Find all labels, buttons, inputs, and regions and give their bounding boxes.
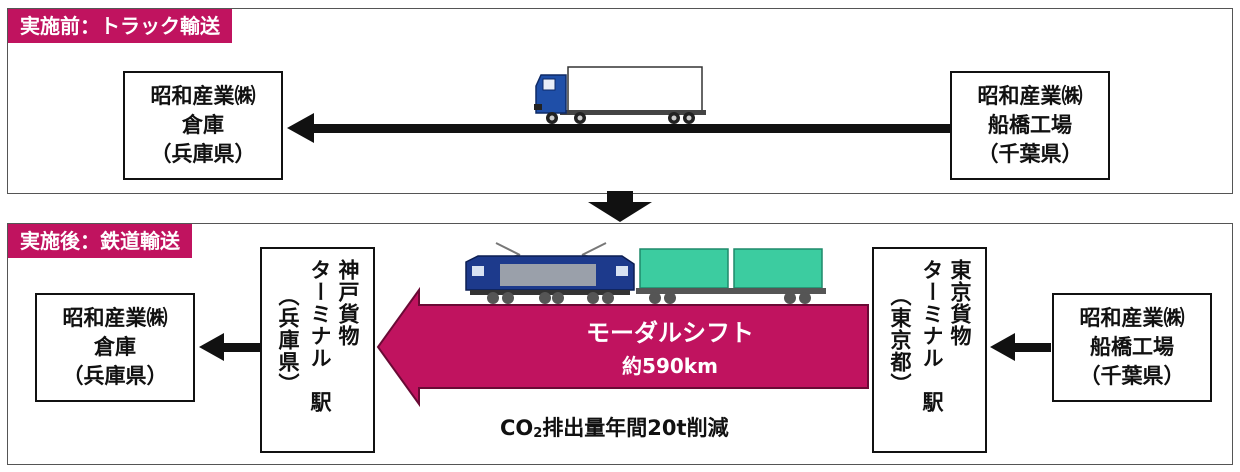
before-warehouse-box: 昭和産業㈱ 倉庫 （兵庫県） (123, 71, 283, 180)
down-arrow (588, 191, 652, 222)
after-factory-box: 昭和産業㈱ 船橋工場 （千葉県） (1052, 293, 1212, 402)
close-paren: ） (888, 373, 912, 395)
terminal-prefecture: （東京都） (888, 285, 912, 395)
terminal-name-line3: 駅 (308, 391, 332, 413)
terminal-name-line2: ターミナル (308, 259, 332, 369)
prefecture-name: 東京都 (888, 307, 912, 373)
co2-subscript: 2 (533, 426, 543, 441)
distance-label: 約590km (622, 354, 718, 378)
close-paren: ） (276, 373, 300, 395)
co2-reduction-label: CO2排出量年間20t削減 (500, 412, 729, 442)
terminal-name-line1: 東京貨物 (948, 259, 972, 347)
warehouse-name: 倉庫 (94, 335, 136, 360)
factory-name: 船橋工場 (988, 113, 1072, 138)
warehouse-prefecture: （兵庫県） (150, 141, 256, 166)
warehouse-company: 昭和産業㈱ (150, 84, 256, 109)
terminal-name-line3: 駅 (920, 391, 944, 413)
prefecture-name: 兵庫県 (276, 307, 300, 373)
warehouse-prefecture: （兵庫県） (62, 363, 168, 388)
tokyo-terminal-box: 東京貨物 ターミナル 駅 （東京都） (872, 247, 987, 453)
before-factory-box: 昭和産業㈱ 船橋工場 （千葉県） (950, 71, 1110, 180)
factory-company: 昭和産業㈱ (1079, 306, 1185, 331)
terminal-name-line1: 神戸貨物 (336, 259, 360, 347)
open-paren: （ (276, 285, 300, 307)
factory-prefecture: （千葉県） (977, 141, 1083, 166)
warehouse-name: 倉庫 (182, 113, 224, 138)
co2-prefix: CO (500, 416, 534, 440)
warehouse-company: 昭和産業㈱ (62, 306, 168, 331)
co2-suffix: 排出量年間20t削減 (542, 416, 729, 440)
factory-name: 船橋工場 (1090, 335, 1174, 360)
after-warehouse-box: 昭和産業㈱ 倉庫 （兵庫県） (35, 293, 195, 402)
kobe-terminal-box: 神戸貨物 ターミナル 駅 （兵庫県） (260, 247, 375, 453)
before-title: 実施前：トラック輸送 (8, 9, 232, 43)
after-title: 実施後：鉄道輸送 (8, 224, 192, 258)
terminal-prefecture: （兵庫県） (276, 285, 300, 395)
open-paren: （ (888, 285, 912, 307)
modal-shift-label: モーダルシフト (586, 319, 754, 347)
factory-prefecture: （千葉県） (1079, 363, 1185, 388)
terminal-name-line2: ターミナル (920, 259, 944, 369)
factory-company: 昭和産業㈱ (977, 84, 1083, 109)
